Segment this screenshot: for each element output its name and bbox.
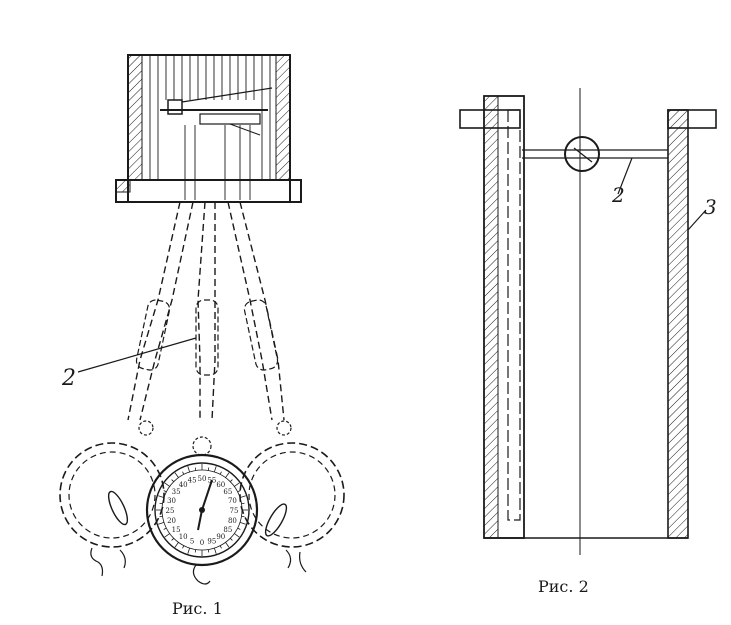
dial-tick bbox=[213, 466, 217, 473]
dial-tick bbox=[164, 533, 170, 538]
dial-tick bbox=[213, 547, 217, 554]
figure-2: 2 3 Рис. 2 bbox=[459, 88, 717, 596]
cylinder-housing bbox=[115, 54, 302, 203]
dial-number: 35 bbox=[172, 488, 181, 496]
dial-tick bbox=[225, 472, 230, 478]
dial-number: 80 bbox=[228, 517, 237, 525]
dial-tick bbox=[182, 471, 185, 475]
dial-tick bbox=[171, 538, 174, 541]
dial-number: 70 bbox=[228, 497, 237, 505]
dial-number: 95 bbox=[207, 537, 216, 545]
dial-tick bbox=[187, 466, 191, 473]
figure-1-caption: Рис. 1 bbox=[172, 599, 223, 618]
dial-number: 40 bbox=[179, 481, 188, 489]
indicator-rods bbox=[127, 201, 285, 421]
dial-tick bbox=[230, 479, 233, 482]
cylinder-wall-right bbox=[667, 109, 689, 539]
dial-tick bbox=[237, 490, 241, 493]
dial-needle bbox=[201, 479, 213, 511]
dial-number: 10 bbox=[179, 533, 188, 541]
dial-number: 75 bbox=[230, 507, 239, 515]
dial-tick bbox=[234, 533, 240, 538]
dial-tick bbox=[219, 471, 222, 475]
dial-tick bbox=[164, 482, 170, 487]
dial-gauge-right bbox=[239, 420, 345, 573]
dial-tick bbox=[225, 542, 230, 548]
callout-label-2-fig2: 2 bbox=[611, 183, 625, 207]
dial-number: 20 bbox=[167, 517, 176, 525]
dial-tick bbox=[171, 479, 174, 482]
dial-tick bbox=[219, 545, 222, 549]
figure-2-caption: Рис. 2 bbox=[538, 577, 589, 596]
dial-tick bbox=[187, 547, 191, 554]
rod-sleeves bbox=[135, 299, 279, 376]
dial-tick bbox=[182, 545, 185, 549]
dial-number: 25 bbox=[166, 507, 175, 515]
dial-number: 90 bbox=[216, 533, 225, 541]
dial-tick bbox=[174, 472, 179, 478]
dial-number: 0 bbox=[200, 539, 204, 547]
dial-tick bbox=[239, 495, 246, 499]
dial-tick bbox=[174, 542, 179, 548]
dial-number: 85 bbox=[223, 526, 232, 534]
dial-number: 45 bbox=[188, 477, 197, 485]
gauge-head bbox=[564, 136, 600, 172]
dial-number: 30 bbox=[167, 497, 176, 505]
dial-tick bbox=[163, 490, 167, 493]
dial-number: 15 bbox=[172, 526, 181, 534]
dial-tick bbox=[158, 495, 165, 499]
dial-tick bbox=[230, 538, 233, 541]
dial-number: 65 bbox=[223, 488, 232, 496]
dial-number: 60 bbox=[216, 481, 225, 489]
dial-number: 5 bbox=[190, 537, 194, 545]
dial-tick bbox=[158, 521, 165, 525]
dial-tick bbox=[239, 521, 246, 525]
dial-ticks bbox=[156, 464, 248, 556]
callout-2-fig1: 2 bbox=[61, 337, 197, 391]
callout-label-2: 2 bbox=[61, 366, 76, 391]
dial-tick bbox=[237, 527, 241, 530]
dial-number: 50 bbox=[198, 475, 207, 483]
dial-tick bbox=[234, 482, 240, 487]
dial-gauge-left bbox=[59, 420, 165, 577]
dial-tick bbox=[163, 527, 167, 530]
callout-label-3: 3 bbox=[704, 195, 717, 219]
